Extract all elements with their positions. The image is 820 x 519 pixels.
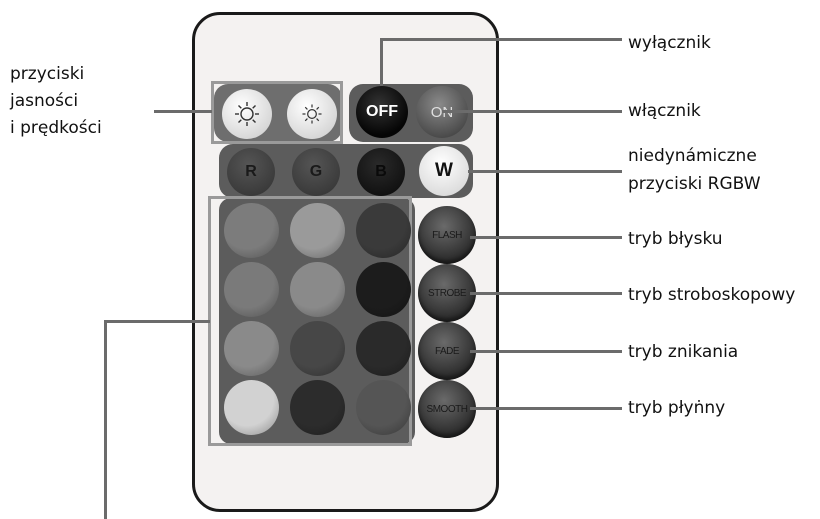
color-button-r3-c2[interactable] <box>290 321 345 376</box>
blue-button[interactable]: B <box>357 148 405 196</box>
label-off-switch: wyłącznik <box>628 33 711 53</box>
blue-button-label: B <box>375 163 387 180</box>
color-button-r4-c2[interactable] <box>290 380 345 435</box>
label-rgbw-line2: przyciski RGBW <box>628 174 761 194</box>
leader-line-flash <box>470 236 622 239</box>
off-button-label: OFF <box>366 103 398 120</box>
leader-line-rgbw <box>468 170 622 173</box>
color-button-r3-c1[interactable] <box>224 321 279 376</box>
flash-button[interactable]: FLASH <box>418 206 476 264</box>
red-button[interactable]: R <box>227 148 275 196</box>
smooth-button[interactable]: SMOOTH <box>418 380 476 438</box>
sun-icon <box>235 102 259 126</box>
brightness-down-button[interactable] <box>287 89 337 139</box>
color-button-r2-c2[interactable] <box>290 262 345 317</box>
strobe-button-label: STROBE <box>427 287 467 299</box>
label-brightness-speed-line2: jasności <box>10 91 79 111</box>
label-on-switch: włącznik <box>628 101 701 121</box>
white-button-label: W <box>435 160 453 181</box>
color-button-r3-c3[interactable] <box>356 321 411 376</box>
label-strobe-mode: tryb stroboskopowy <box>628 285 796 305</box>
strobe-button[interactable]: STROBE <box>418 264 476 322</box>
color-button-r4-c3[interactable] <box>356 380 411 435</box>
leader-line-fade <box>470 350 622 353</box>
leader-line-off-vertical <box>380 38 383 86</box>
leader-line-grid-vertical <box>104 320 107 519</box>
green-button-label: G <box>309 163 323 180</box>
smooth-button-label: SMOOTH <box>426 403 468 415</box>
label-smooth-mode: tryb płyṅny <box>628 398 726 418</box>
fade-button[interactable]: FADE <box>418 322 476 380</box>
off-button[interactable]: OFF <box>356 86 408 138</box>
red-button-label: R <box>245 163 257 180</box>
leader-line-strobe <box>470 292 622 295</box>
color-button-r1-c2[interactable] <box>290 203 345 258</box>
leader-line-smooth <box>470 407 622 410</box>
color-button-r4-c1[interactable] <box>224 380 279 435</box>
brightness-highlight-box <box>211 81 343 144</box>
fade-button-label: FADE <box>434 345 460 357</box>
label-brightness-speed-line3: i prędkości <box>10 118 102 138</box>
sun-small-icon <box>302 104 322 124</box>
white-button[interactable]: W <box>419 146 469 196</box>
color-button-r1-c3[interactable] <box>356 203 411 258</box>
label-brightness-speed-line1: przyciski <box>10 64 85 84</box>
leader-line-grid-horizontal <box>104 320 210 323</box>
flash-button-label: FLASH <box>432 229 462 241</box>
color-button-r1-c1[interactable] <box>224 203 279 258</box>
leader-line-brightness <box>154 110 212 113</box>
label-flash-mode: tryb błysku <box>628 229 723 249</box>
label-fade-mode: tryb znikania <box>628 342 739 362</box>
leader-line-off-horizontal <box>380 38 622 41</box>
label-rgbw-line1: niedynámiczne <box>628 146 757 166</box>
color-button-r2-c3[interactable] <box>356 262 411 317</box>
leader-line-on <box>442 110 622 113</box>
brightness-up-button[interactable] <box>222 89 272 139</box>
green-button[interactable]: G <box>292 148 340 196</box>
color-button-r2-c1[interactable] <box>224 262 279 317</box>
